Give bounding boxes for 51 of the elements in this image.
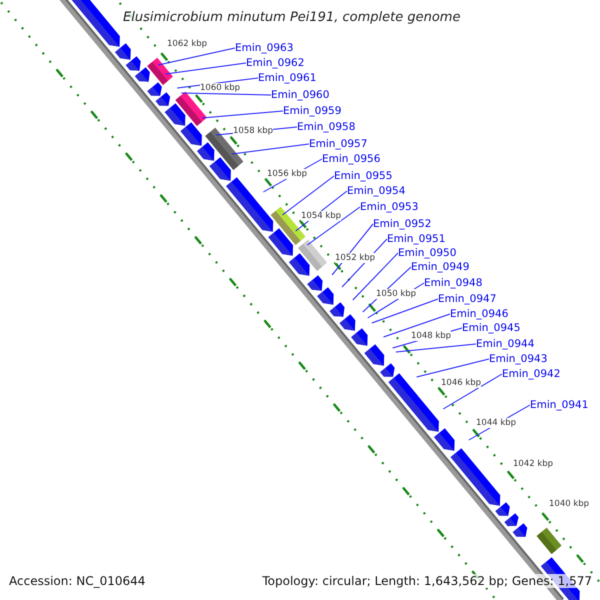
gene-label: Emin_0943 bbox=[489, 353, 548, 365]
scale-label: 1044 kbp bbox=[476, 418, 516, 428]
gene-label: Emin_0954 bbox=[347, 185, 406, 197]
scale-label: 1058 kbp bbox=[233, 126, 274, 136]
gene-label: Emin_0963 bbox=[235, 42, 294, 54]
leader-line bbox=[202, 110, 284, 118]
gene-label: Emin_0956 bbox=[322, 153, 380, 165]
gene-label: Emin_0950 bbox=[398, 247, 456, 259]
scale-label: 1048 kbp bbox=[411, 331, 452, 341]
leader-line bbox=[352, 252, 398, 300]
leader-line bbox=[306, 206, 360, 246]
footer-text: Topology: circular; Length: 1,643,562 bp; Genes: 1,577 bbox=[262, 574, 592, 588]
map-title: Elusimicrobium minutum Pei191, complete genome bbox=[123, 10, 460, 25]
gene-label: Emin_0957 bbox=[309, 138, 368, 150]
gene-label: Emin_0947 bbox=[438, 293, 496, 305]
scale-label: 1042 kbp bbox=[513, 459, 554, 469]
gene-label: Emin_0961 bbox=[258, 72, 316, 84]
gene-label: Emin_0942 bbox=[502, 368, 560, 380]
gene-label: Emin_0941 bbox=[530, 399, 588, 411]
gene-label: Emin_0949 bbox=[411, 261, 470, 273]
gene-label: Emin_0960 bbox=[271, 89, 330, 101]
leader-line bbox=[416, 358, 490, 378]
gene-label: Emin_0962 bbox=[246, 57, 304, 69]
leader-line bbox=[180, 92, 272, 96]
scale-label: 1046 kbp bbox=[441, 378, 482, 388]
gene-label: Emin_0953 bbox=[360, 201, 418, 213]
scale-label: 1060 kbp bbox=[200, 83, 240, 93]
gene-label: Emin_0945 bbox=[462, 322, 520, 334]
gene-label: Emin_0951 bbox=[387, 233, 446, 245]
footer-text: Accession: NC_010644 bbox=[9, 574, 146, 588]
leader-line bbox=[158, 48, 236, 66]
scale-label: 1050 kbp bbox=[376, 289, 416, 299]
gene-label: Emin_0958 bbox=[297, 121, 356, 133]
leader-line bbox=[442, 374, 502, 410]
leader-line bbox=[231, 144, 310, 154]
gene-label: Emin_0959 bbox=[283, 105, 342, 117]
gene-label: Emin_0952 bbox=[373, 218, 432, 230]
scale-label: 1040 kbp bbox=[549, 499, 590, 509]
scale-label: 1054 kbp bbox=[301, 211, 342, 221]
gene-label: Emin_0955 bbox=[334, 170, 392, 182]
scale-label: 1052 kbp bbox=[335, 253, 376, 263]
leader-line bbox=[371, 298, 438, 324]
scale-label: 1062 kbp bbox=[167, 39, 208, 49]
leader-line bbox=[282, 176, 334, 216]
leader-line bbox=[395, 344, 476, 352]
leader-line bbox=[165, 62, 246, 74]
gene-label: Emin_0948 bbox=[424, 277, 482, 289]
gene-label: Emin_0946 bbox=[450, 308, 508, 320]
gene-label: Emin_0944 bbox=[476, 338, 534, 350]
scale-label: 1056 kbp bbox=[267, 169, 308, 179]
leader-line bbox=[382, 314, 450, 338]
